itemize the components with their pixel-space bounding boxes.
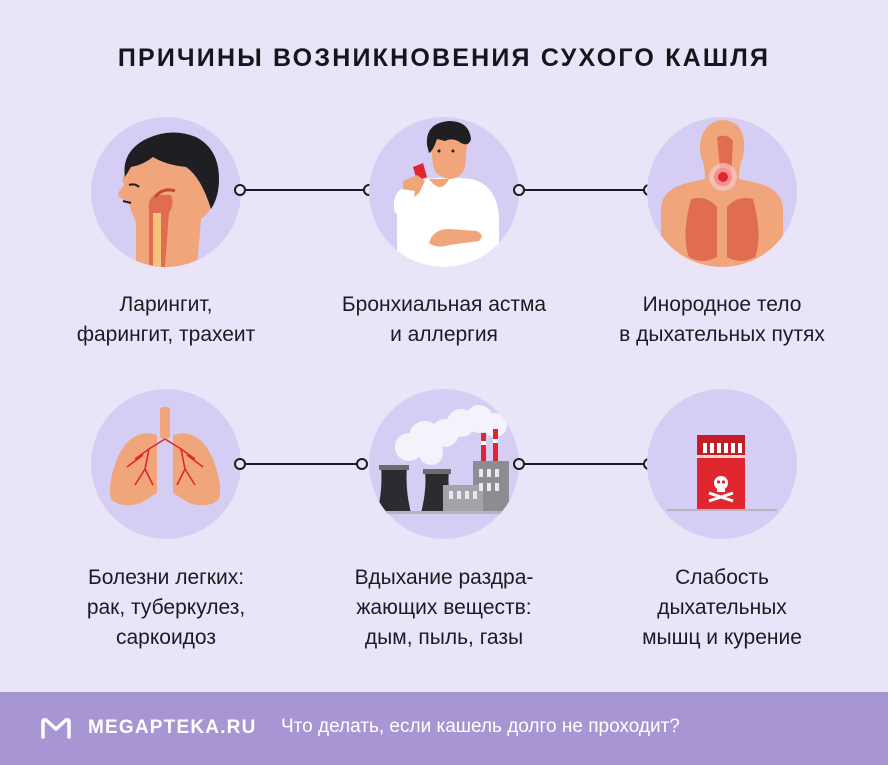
connector-line xyxy=(234,184,375,196)
page-title: ПРИЧИНЫ ВОЗНИКНОВЕНИЯ СУХОГО КАШЛЯ xyxy=(117,44,771,72)
asthma-inhaler-icon xyxy=(369,117,519,267)
brand-name[interactable]: MEGAPTEKA.RU xyxy=(88,717,257,738)
cause-caption: Вдыхание раздра-жающих веществ:дым, пыль… xyxy=(354,566,534,649)
throat-icon xyxy=(91,117,241,267)
lungs-icon xyxy=(91,389,241,539)
foreign-body-airway-icon xyxy=(647,117,797,267)
cause-caption: Ларингит,фарингит, трахеит xyxy=(76,293,256,346)
megapteka-logo-icon xyxy=(41,718,71,739)
cigarette-pack-icon xyxy=(647,389,797,539)
footer-bar: MEGAPTEKA.RU Что делать, если кашель дол… xyxy=(0,692,888,765)
connector-line xyxy=(513,458,655,470)
connector-line xyxy=(513,184,655,196)
cause-caption: Болезни легких:рак, туберкулез,саркоидоз xyxy=(86,566,246,649)
factory-smoke-icon xyxy=(369,389,519,539)
connector-line xyxy=(234,458,368,470)
footer-question-link[interactable]: Что делать, если кашель долго не проходи… xyxy=(281,716,680,737)
